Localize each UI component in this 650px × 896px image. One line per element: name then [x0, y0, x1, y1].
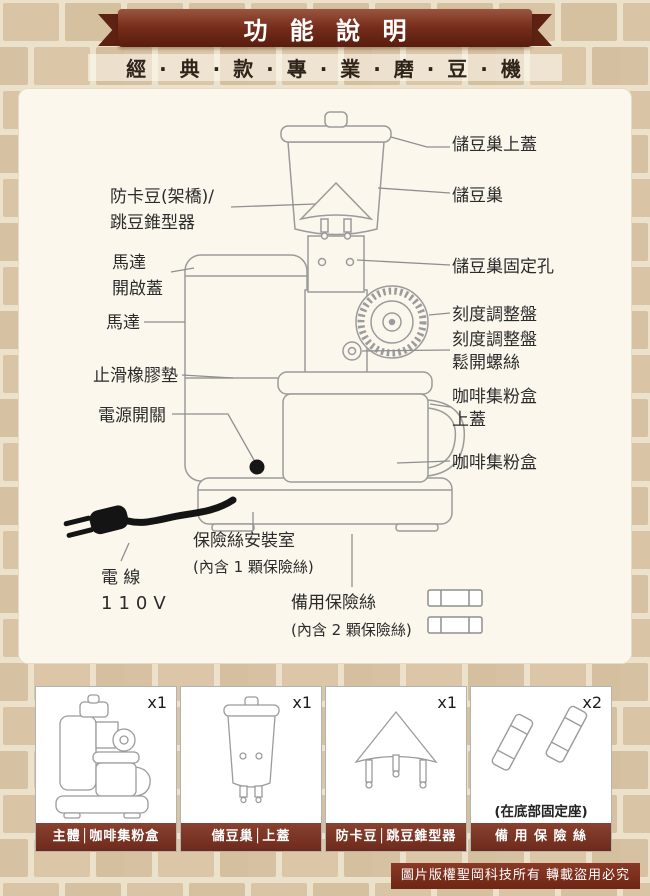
copyright-bar: 圖片版權聖岡科技所有 轉載盜用必究 [391, 863, 640, 889]
page-subtitle: 經 · 典 · 款 · 專 · 業 · 磨 · 豆 · 機 [126, 57, 524, 81]
part-card-hopper: x1 儲豆巢│上蓋 [180, 686, 322, 852]
part-card-cone: x1 防卡豆│跳豆錐型器 [325, 686, 467, 852]
callout-rubber-pad: 止滑橡膠墊 [93, 366, 178, 386]
part-qty: x2 [582, 693, 602, 712]
part-qty: x1 [147, 693, 167, 712]
callout-hopper-lid: 儲豆巢上蓋 [452, 135, 537, 155]
callout-power-switch: 電源開關 [98, 406, 166, 426]
callout-cone: 防卡豆(架橋)/ 跳豆錐型器 [110, 187, 214, 233]
callout-spare-fuse: 備用保險絲 (內含 2 顆保險絲) [291, 593, 412, 639]
part-qty: x1 [437, 693, 457, 712]
copyright-text: 圖片版權聖岡科技所有 轉載盜用必究 [400, 868, 631, 883]
part-card-fuses: x2 (在底部固定座) 備 用 保 險 絲 [470, 686, 612, 852]
part-label: 主體│咖啡集粉盒 [36, 823, 176, 851]
callout-hopper: 儲豆巢 [452, 186, 503, 206]
callout-motor: 馬達 [106, 313, 140, 333]
part-note: (在底部固定座) [494, 804, 588, 820]
part-label: 防卡豆│跳豆錐型器 [326, 823, 466, 851]
title-ribbon: 功 能 說 明 [118, 9, 532, 47]
callout-power-cord: 電 線 110V [101, 568, 172, 614]
callout-box: 咖啡集粉盒 [452, 453, 537, 473]
callout-motor-cover: 馬達 開啟蓋 [112, 253, 163, 299]
part-label: 備 用 保 險 絲 [471, 823, 611, 851]
page-title: 功 能 說 明 [243, 15, 414, 45]
callout-dial-screw: 刻度調整盤 鬆開螺絲 [452, 330, 537, 373]
subtitle-band: 經 · 典 · 款 · 專 · 業 · 磨 · 豆 · 機 [88, 54, 562, 81]
callout-hopper-fix-hole: 儲豆巢固定孔 [452, 257, 554, 277]
part-qty: x1 [292, 693, 312, 712]
callout-dial: 刻度調整盤 [452, 305, 537, 325]
part-label: 儲豆巢│上蓋 [181, 823, 321, 851]
callout-fuse-room: 保險絲安裝室 (內含 1 顆保險絲) [193, 531, 314, 576]
callout-box-lid: 咖啡集粉盒 上蓋 [452, 387, 537, 430]
part-card-main-body: x1 主體│咖啡集粉盒 [35, 686, 177, 852]
